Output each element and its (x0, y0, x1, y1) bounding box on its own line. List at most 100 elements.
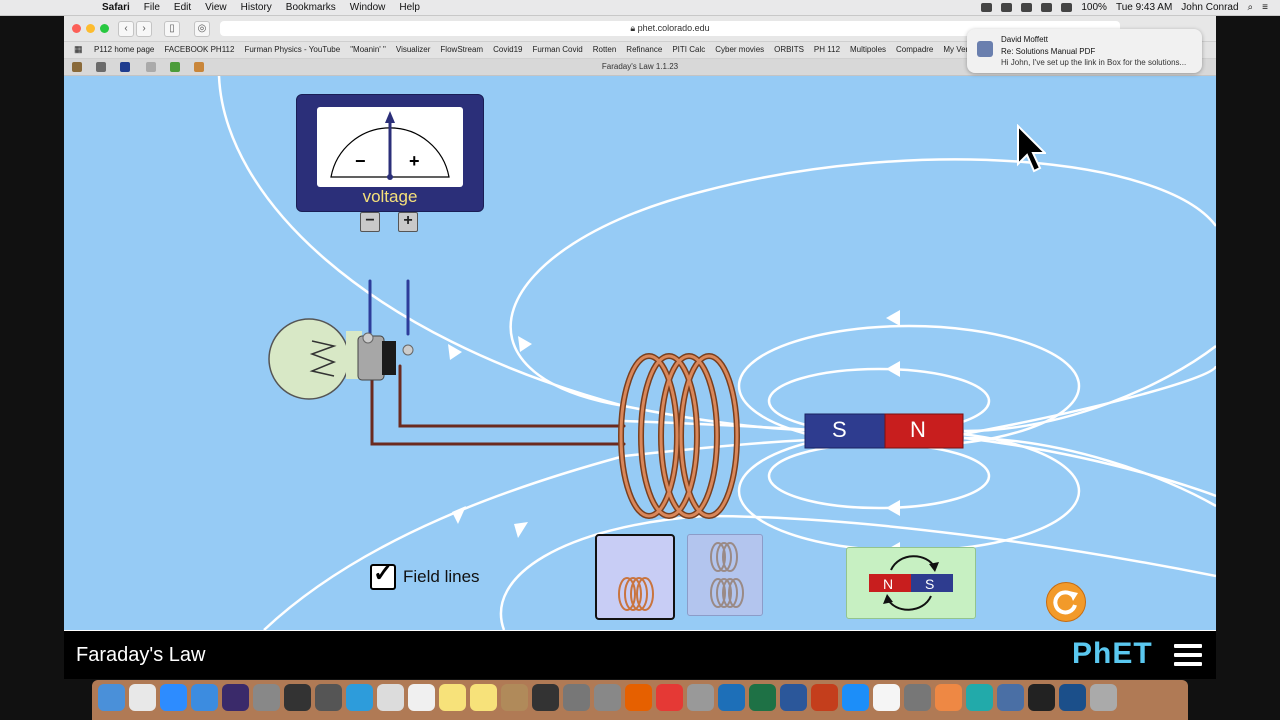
bookmark-item[interactable]: Cyber movies (715, 45, 765, 54)
back-button[interactable]: ‹ (118, 21, 134, 37)
calculator-icon[interactable] (563, 684, 590, 711)
calendar-icon[interactable] (873, 684, 900, 711)
screenshot-icon[interactable] (315, 684, 342, 711)
pinned-tab-icon[interactable] (96, 62, 106, 72)
menu-window[interactable]: Window (349, 2, 386, 13)
siri-icon[interactable] (532, 684, 559, 711)
simulation-canvas[interactable]: S N − + voltage − + ✓ Field lines (64, 76, 1216, 630)
app-icon[interactable] (997, 684, 1024, 711)
close-window-button[interactable] (72, 24, 81, 33)
voltmeter[interactable]: − + voltage (296, 94, 484, 212)
arrow-icon (886, 310, 900, 326)
flip-magnet-button[interactable]: N S (846, 547, 976, 619)
control-center-icon[interactable]: ≡ (1262, 2, 1268, 13)
arrow-icon (518, 336, 532, 352)
field-lines-toggle[interactable]: ✓ Field lines (370, 560, 480, 590)
zoom-icon[interactable] (981, 3, 993, 12)
bookmark-item[interactable]: My Ver (943, 45, 969, 54)
pinned-tab-icon[interactable] (170, 62, 180, 72)
grid-icon[interactable]: ▦ (74, 44, 83, 54)
menu-view[interactable]: View (205, 2, 227, 13)
system-preferences-icon[interactable] (904, 684, 931, 711)
menu-bookmarks[interactable]: Bookmarks (285, 2, 336, 13)
app-icon[interactable] (935, 684, 962, 711)
sidebar-icon[interactable]: ▯ (164, 21, 180, 37)
launchpad-icon[interactable] (594, 684, 621, 711)
phet-logo[interactable]: PhET (1072, 637, 1153, 670)
bookmark-item[interactable]: Rotten (592, 45, 617, 54)
bookmark-item[interactable]: Visualizer (395, 45, 431, 54)
one-loop-coil-button[interactable] (595, 534, 675, 620)
menu-app[interactable]: Safari (102, 2, 130, 13)
camera-icon[interactable] (1021, 3, 1033, 12)
bookmark-item[interactable]: P112 home page (94, 45, 155, 54)
messages-icon[interactable] (346, 684, 373, 711)
trash-icon[interactable] (1090, 684, 1117, 711)
reset-button[interactable] (1046, 582, 1086, 622)
bookmark-item[interactable]: Furman Physics - YouTube (244, 45, 341, 54)
bookmark-item[interactable]: PITI Calc (672, 45, 706, 54)
app-icon[interactable] (284, 684, 311, 711)
help-icon[interactable] (687, 684, 714, 711)
pinned-tab-icon[interactable] (194, 62, 204, 72)
app-icon[interactable] (718, 684, 745, 711)
pinned-tab-icon[interactable] (120, 62, 130, 72)
finder-icon[interactable] (98, 684, 125, 711)
bar-magnet[interactable] (804, 413, 964, 449)
safari-icon[interactable] (191, 684, 218, 711)
photos-icon[interactable] (408, 684, 435, 711)
app-icon[interactable] (501, 684, 528, 711)
minimize-window-button[interactable] (86, 24, 95, 33)
forward-button[interactable]: › (136, 21, 152, 37)
bookmark-item[interactable]: Refinance (626, 45, 663, 54)
two-loop-coil-button[interactable] (687, 534, 763, 616)
bookmark-item[interactable]: FlowStream (440, 45, 484, 54)
bookmark-item[interactable]: Furman Covid (532, 45, 583, 54)
app-store-icon[interactable] (842, 684, 869, 711)
battery-text[interactable]: 100% (1081, 2, 1107, 13)
bookmark-item[interactable]: ORBITS (774, 45, 804, 54)
menu-file[interactable]: File (143, 2, 160, 13)
hamburger-menu-icon[interactable] (1174, 644, 1202, 666)
clock-text[interactable]: Tue 9:43 AM (1115, 2, 1173, 13)
shield-icon[interactable]: ◎ (194, 21, 210, 37)
tab-title[interactable]: Faraday's Law 1.1.23 (601, 62, 679, 71)
wifi-icon[interactable] (1061, 3, 1073, 12)
screen-icon[interactable] (1001, 3, 1013, 12)
powerpoint-icon[interactable] (811, 684, 838, 711)
bookmark-item[interactable]: "Moanin' " (350, 45, 386, 54)
quicktime-icon[interactable] (1059, 684, 1086, 711)
pinned-tab-icon[interactable] (72, 62, 82, 72)
preview-icon[interactable] (377, 684, 404, 711)
notes-icon[interactable] (439, 684, 466, 711)
stickies-icon[interactable] (470, 684, 497, 711)
pinned-tab-icon[interactable] (146, 62, 156, 72)
amazon-music-icon[interactable] (1028, 684, 1055, 711)
app-icon[interactable] (222, 684, 249, 711)
bookmark-item[interactable]: Compadre (896, 45, 934, 54)
bookmark-item[interactable]: Multipoles (850, 45, 887, 54)
bookmark-item[interactable]: FACEBOOK PH112 (164, 45, 235, 54)
address-bar[interactable]: 🔒︎ phet.colorado.edu (220, 21, 1120, 36)
app-icon[interactable] (966, 684, 993, 711)
menu-help[interactable]: Help (399, 2, 420, 13)
menu-edit[interactable]: Edit (173, 2, 192, 13)
firefox-icon[interactable] (625, 684, 652, 711)
bookmark-item[interactable]: PH 112 (813, 45, 841, 54)
bookmark-item[interactable]: Covid19 (493, 45, 523, 54)
field-lines-checkbox[interactable]: ✓ (370, 560, 396, 590)
app-icon[interactable] (253, 684, 280, 711)
search-icon[interactable]: ⌕ (1247, 2, 1254, 13)
word-icon[interactable] (780, 684, 807, 711)
user-name[interactable]: John Conrad (1181, 2, 1239, 13)
textedit-icon[interactable] (129, 684, 156, 711)
cloud-icon[interactable] (1041, 3, 1053, 12)
notification-banner[interactable]: David Moffett Re: Solutions Manual PDF H… (967, 29, 1202, 73)
reset-icon (1053, 590, 1078, 615)
excel-icon[interactable] (749, 684, 776, 711)
menu-history[interactable]: History (240, 2, 272, 13)
chrome-icon[interactable] (656, 684, 683, 711)
flip-arrows-icon (869, 555, 953, 611)
zoom-app-icon[interactable] (160, 684, 187, 711)
zoom-window-button[interactable] (100, 24, 109, 33)
